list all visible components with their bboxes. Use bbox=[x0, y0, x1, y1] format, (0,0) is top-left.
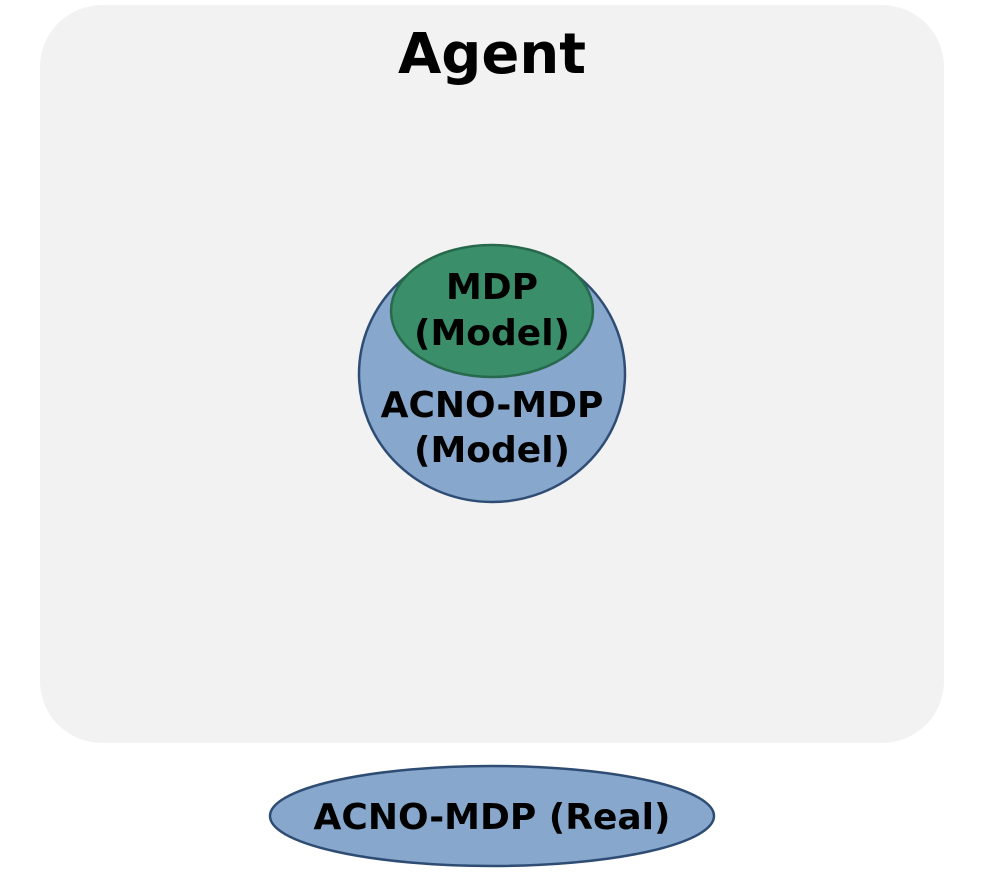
mdp-model-label-line2: (Model) bbox=[414, 313, 570, 354]
mdp-model-ellipse bbox=[389, 243, 595, 379]
acno-mdp-real-label: ACNO-MDP (Real) bbox=[314, 797, 671, 838]
acno-mdp-model-label-line1: ACNO-MDP bbox=[381, 385, 604, 426]
agent-title: Agent bbox=[398, 22, 586, 87]
acno-mdp-model-label-line2: (Model) bbox=[414, 430, 570, 471]
mdp-model-label-line1: MDP bbox=[446, 267, 538, 308]
acno-mdp-real-ellipse bbox=[268, 764, 716, 868]
